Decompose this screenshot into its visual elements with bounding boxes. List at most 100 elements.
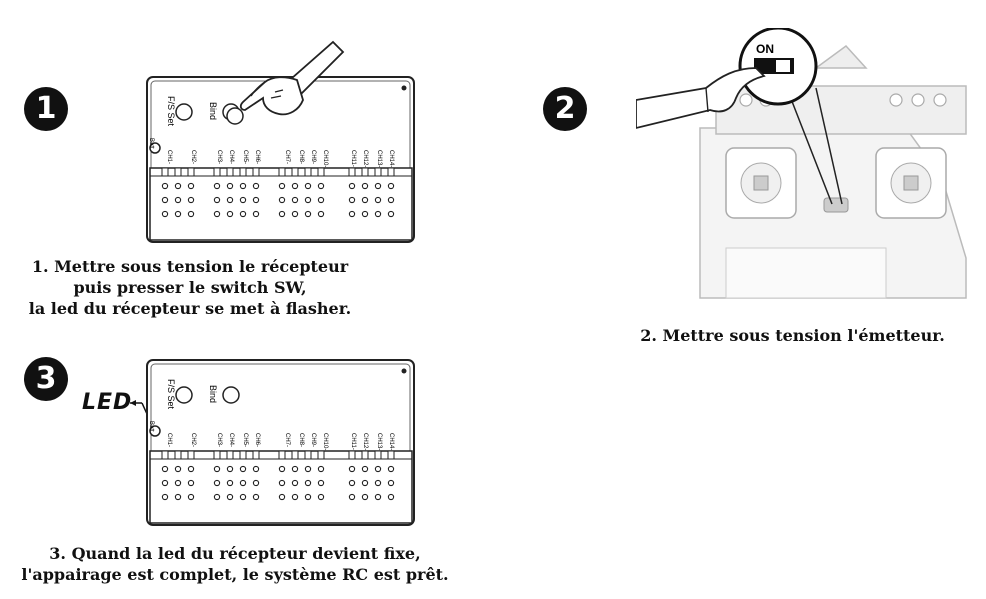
servo-pin	[374, 465, 382, 473]
pin-notch	[387, 450, 395, 460]
servo-pin	[361, 182, 369, 190]
servo-pin	[187, 210, 195, 218]
servo-pin	[278, 479, 286, 487]
pin-notch	[161, 450, 169, 460]
channel-label: CH14-	[388, 433, 394, 450]
channel-label: CH2-	[190, 150, 196, 164]
pin-notch	[304, 450, 312, 460]
servo-pin	[278, 210, 286, 218]
bind-button	[222, 386, 240, 404]
servo-pin	[387, 196, 395, 204]
pin-notch	[174, 167, 182, 177]
switch-on-label: ON	[756, 42, 774, 56]
servo-pin	[317, 479, 325, 487]
servo-pin	[348, 182, 356, 190]
servo-pin	[304, 210, 312, 218]
caption-line: la led du récepteur se met à flasher.	[28, 299, 352, 318]
servo-pin	[304, 465, 312, 473]
servo-pin	[291, 465, 299, 473]
channel-label: CH5-	[242, 150, 248, 164]
channel-label: CH3-	[216, 150, 222, 164]
fs-set-label: F/S Set	[166, 96, 176, 127]
channel-label: CH10-	[322, 150, 328, 167]
servo-pin	[213, 182, 221, 190]
servo-pin	[226, 493, 234, 501]
pin-notch	[304, 167, 312, 177]
caption-line: l'appairage est complet, le système RC e…	[21, 565, 449, 584]
bind-label: Bind	[208, 385, 218, 403]
channel-label: CH2-	[190, 433, 196, 447]
channel-label: CH10-	[322, 433, 328, 450]
caption-line: 1. Mettre sous tension le récepteur	[31, 257, 349, 276]
servo-pin	[174, 465, 182, 473]
hand-illustration	[225, 40, 345, 139]
channel-label: CH13-	[376, 150, 382, 167]
servo-pin	[252, 196, 260, 204]
servo-pin	[361, 465, 369, 473]
channel-label: CH8-	[298, 150, 304, 164]
channel-label: CH4-	[228, 150, 234, 164]
fs-set-label: F/S Set	[166, 379, 176, 410]
pin-notch	[278, 450, 286, 460]
channel-label: CH9-	[310, 150, 316, 164]
servo-pin	[374, 479, 382, 487]
servo-pin	[278, 196, 286, 204]
pin-notch	[348, 450, 356, 460]
servo-pin	[387, 465, 395, 473]
pin-notch	[226, 450, 234, 460]
servo-pin	[187, 182, 195, 190]
channel-label: CH6-	[254, 433, 260, 447]
servo-pin	[239, 493, 247, 501]
led-indicator	[149, 425, 161, 437]
fs-set-button	[175, 386, 193, 404]
channel-label: CH9-	[310, 433, 316, 447]
servo-pin	[291, 493, 299, 501]
receiver-diagram-step-1: F/S Set Bind Batt CH1-CH2-CH3-CH4-CH5-CH…	[146, 76, 416, 248]
servo-pin	[291, 479, 299, 487]
servo-pin	[317, 182, 325, 190]
servo-pin	[291, 210, 299, 218]
servo-pin	[187, 479, 195, 487]
servo-pin	[161, 210, 169, 218]
servo-pin	[252, 210, 260, 218]
servo-pin	[291, 196, 299, 204]
servo-pin	[278, 182, 286, 190]
servo-pin	[226, 196, 234, 204]
servo-pin	[213, 210, 221, 218]
servo-pin	[374, 210, 382, 218]
pin-notch	[252, 450, 260, 460]
servo-pin	[374, 493, 382, 501]
pin-notch	[291, 167, 299, 177]
servo-pin	[187, 196, 195, 204]
channel-label: CH11-	[350, 150, 356, 167]
servo-pin	[213, 196, 221, 204]
pin-notch	[213, 450, 221, 460]
servo-pin	[361, 210, 369, 218]
servo-pin	[317, 210, 325, 218]
servo-pin	[317, 196, 325, 204]
pin-notch	[348, 167, 356, 177]
servo-pin	[278, 465, 286, 473]
servo-pin	[317, 493, 325, 501]
servo-pin	[387, 479, 395, 487]
step-3-caption: 3. Quand la led du récepteur devient fix…	[10, 543, 460, 585]
channel-label: CH5-	[242, 433, 248, 447]
caption-line: puis presser le switch SW,	[73, 278, 307, 297]
servo-pin	[161, 196, 169, 204]
channel-label: CH14-	[388, 150, 394, 167]
channel-labels: CH1-CH2-CH3-CH4-CH5-CH6-CH7-CH8-CH9-CH10…	[166, 150, 394, 167]
step-3-badge: 3	[24, 357, 68, 401]
servo-pin	[239, 465, 247, 473]
batt-label: Batt	[148, 138, 154, 149]
servo-pin	[213, 465, 221, 473]
pin-notch	[213, 167, 221, 177]
servo-pin	[348, 479, 356, 487]
channel-label: CH12-	[362, 433, 368, 450]
servo-pin	[174, 210, 182, 218]
servo-pin	[161, 465, 169, 473]
servo-pin	[226, 465, 234, 473]
step-1-badge: 1	[24, 87, 68, 131]
channel-label: CH12-	[362, 150, 368, 167]
servo-pin	[278, 493, 286, 501]
servo-pin	[174, 479, 182, 487]
